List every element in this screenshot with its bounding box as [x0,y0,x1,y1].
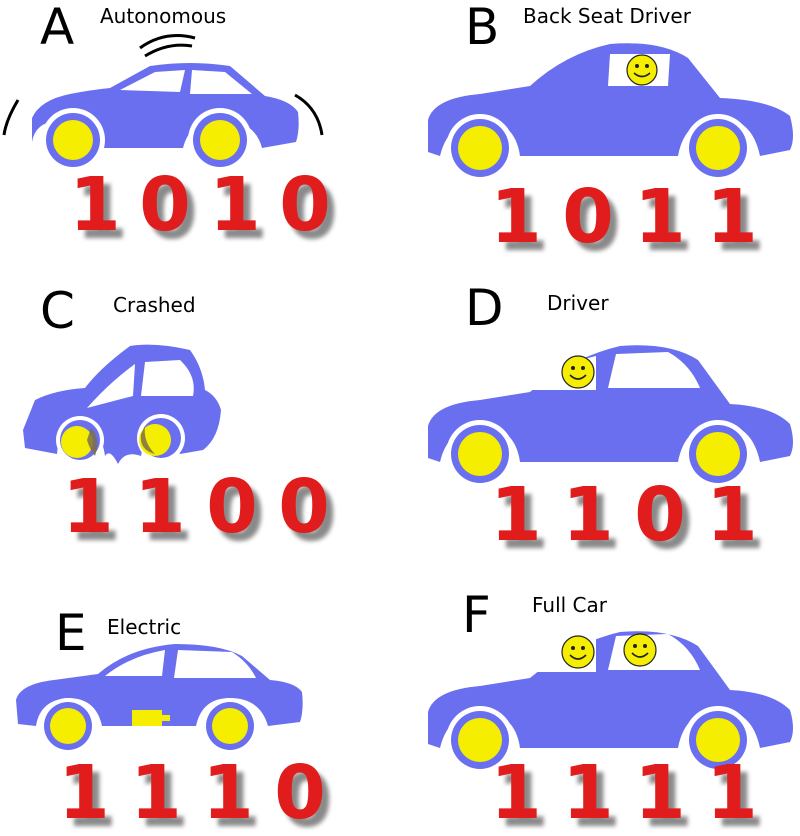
panel-letter: E [55,604,87,662]
panel-letter: C [40,282,75,340]
bit: 1 [562,750,614,836]
bit: 1 [490,472,542,558]
panel-letter: B [465,0,500,56]
panel-letter: F [462,586,491,644]
bit: 1 [490,750,542,836]
panel-label: Crashed [113,293,196,317]
bit: 1 [202,750,254,836]
panel-label: Autonomous [100,4,227,28]
bit: 1 [490,174,542,260]
full-car-icon [428,631,793,774]
bit: 0 [274,750,326,836]
bit: 1 [634,174,686,260]
panel-label: Back Seat Driver [523,4,691,28]
autonomous-car-icon [2,34,324,172]
crashed-car-icon [23,344,221,464]
bit: 1 [706,174,758,260]
panel-label: Driver [547,291,609,315]
bit: 0 [278,464,330,550]
back-seat-driver-car-icon [428,43,793,182]
bit: 0 [206,464,258,550]
bit: 1 [209,162,261,248]
panel-label: Full Car [532,593,607,617]
bit: 1 [562,472,614,558]
bit: 0 [139,162,191,248]
panel-letter: A [40,0,75,56]
driver-car-icon [428,345,793,488]
bit: 0 [562,174,614,260]
bit: 1 [706,750,758,836]
bit: 1 [69,162,121,248]
bit: 1 [134,464,186,550]
bit: 1 [706,472,758,558]
bit: 1 [62,464,114,550]
electric-car-icon [16,644,303,754]
panel-label: Electric [107,615,182,639]
bit: 1 [58,750,110,836]
bit: 0 [634,472,686,558]
bit: 1 [634,750,686,836]
panel-letter: D [465,279,504,337]
bit: 0 [279,162,331,248]
bit: 1 [130,750,182,836]
